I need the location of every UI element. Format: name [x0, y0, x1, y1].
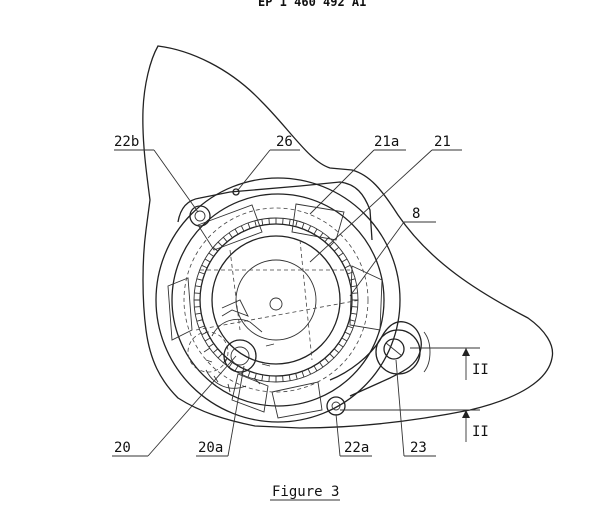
label-22b: 22b [114, 134, 139, 150]
arm-to-23 [329, 321, 422, 397]
lug-23-boss [375, 329, 421, 375]
label-8: 8 [412, 206, 420, 222]
gear-21-teeth [193, 217, 359, 383]
label-20a: 20a [198, 440, 223, 456]
escape-wheel-20a [223, 339, 257, 373]
label-20: 20 [114, 440, 131, 456]
screw-23 [383, 338, 405, 360]
center-pinion [269, 297, 283, 311]
dashed-bridges [195, 239, 361, 361]
gear-21-inner [211, 235, 341, 365]
leader-lines [112, 149, 462, 457]
patent-header: EP 1 460 492 A1 [258, 0, 366, 9]
screw-22b-head [194, 210, 206, 222]
label-21: 21 [434, 134, 451, 150]
ring-inner [171, 193, 385, 407]
label-23: 23 [410, 440, 427, 456]
screw-22b [189, 205, 211, 227]
rotation-arrow [423, 331, 431, 373]
label-26: 26 [276, 134, 293, 150]
dashed-ring [183, 207, 369, 393]
label-section-top: II [472, 362, 489, 378]
escapement-lever-20 [205, 299, 263, 389]
gear-tooth-set [194, 218, 358, 382]
escape-wheel-hub [230, 346, 250, 366]
gear-21-hub [235, 259, 317, 341]
label-22a: 22a [344, 440, 369, 456]
section-markers [340, 347, 480, 442]
bridge-upper-left [177, 181, 373, 241]
dashed-balance [187, 331, 229, 373]
label-section-bottom: II [472, 424, 489, 440]
screw-23-slot [385, 342, 403, 357]
label-21a: 21a [374, 134, 399, 150]
screw-22a-head [331, 401, 341, 411]
figure-caption: Figure 3 [272, 484, 339, 500]
pin-26 [232, 188, 240, 196]
screw-22a [326, 396, 346, 416]
ring-outer [155, 177, 401, 423]
